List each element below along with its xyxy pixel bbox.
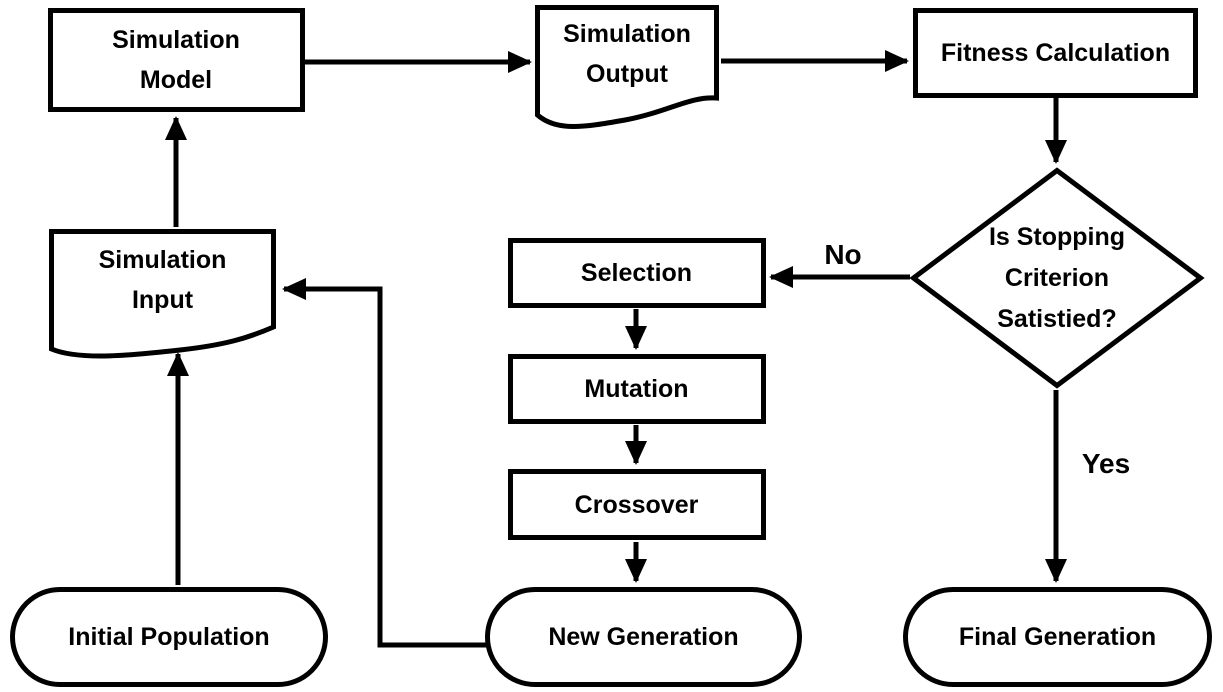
fitness-calculation-box: [913, 8, 1198, 98]
simulation-output-document: [535, 5, 719, 129]
simulation-model-box: [48, 8, 305, 112]
simulation-input-document: [49, 229, 276, 359]
mutation-box: [508, 354, 766, 424]
new-generation-stadium: [485, 587, 802, 687]
selection-box: [508, 238, 766, 308]
final-generation-stadium: [903, 587, 1212, 687]
stopping-criterion-diamond: [909, 167, 1205, 389]
edge-newgen-feedback-to-input-arrow: [282, 278, 487, 648]
initial-population-stadium: [10, 587, 328, 687]
crossover-box: [508, 469, 766, 540]
